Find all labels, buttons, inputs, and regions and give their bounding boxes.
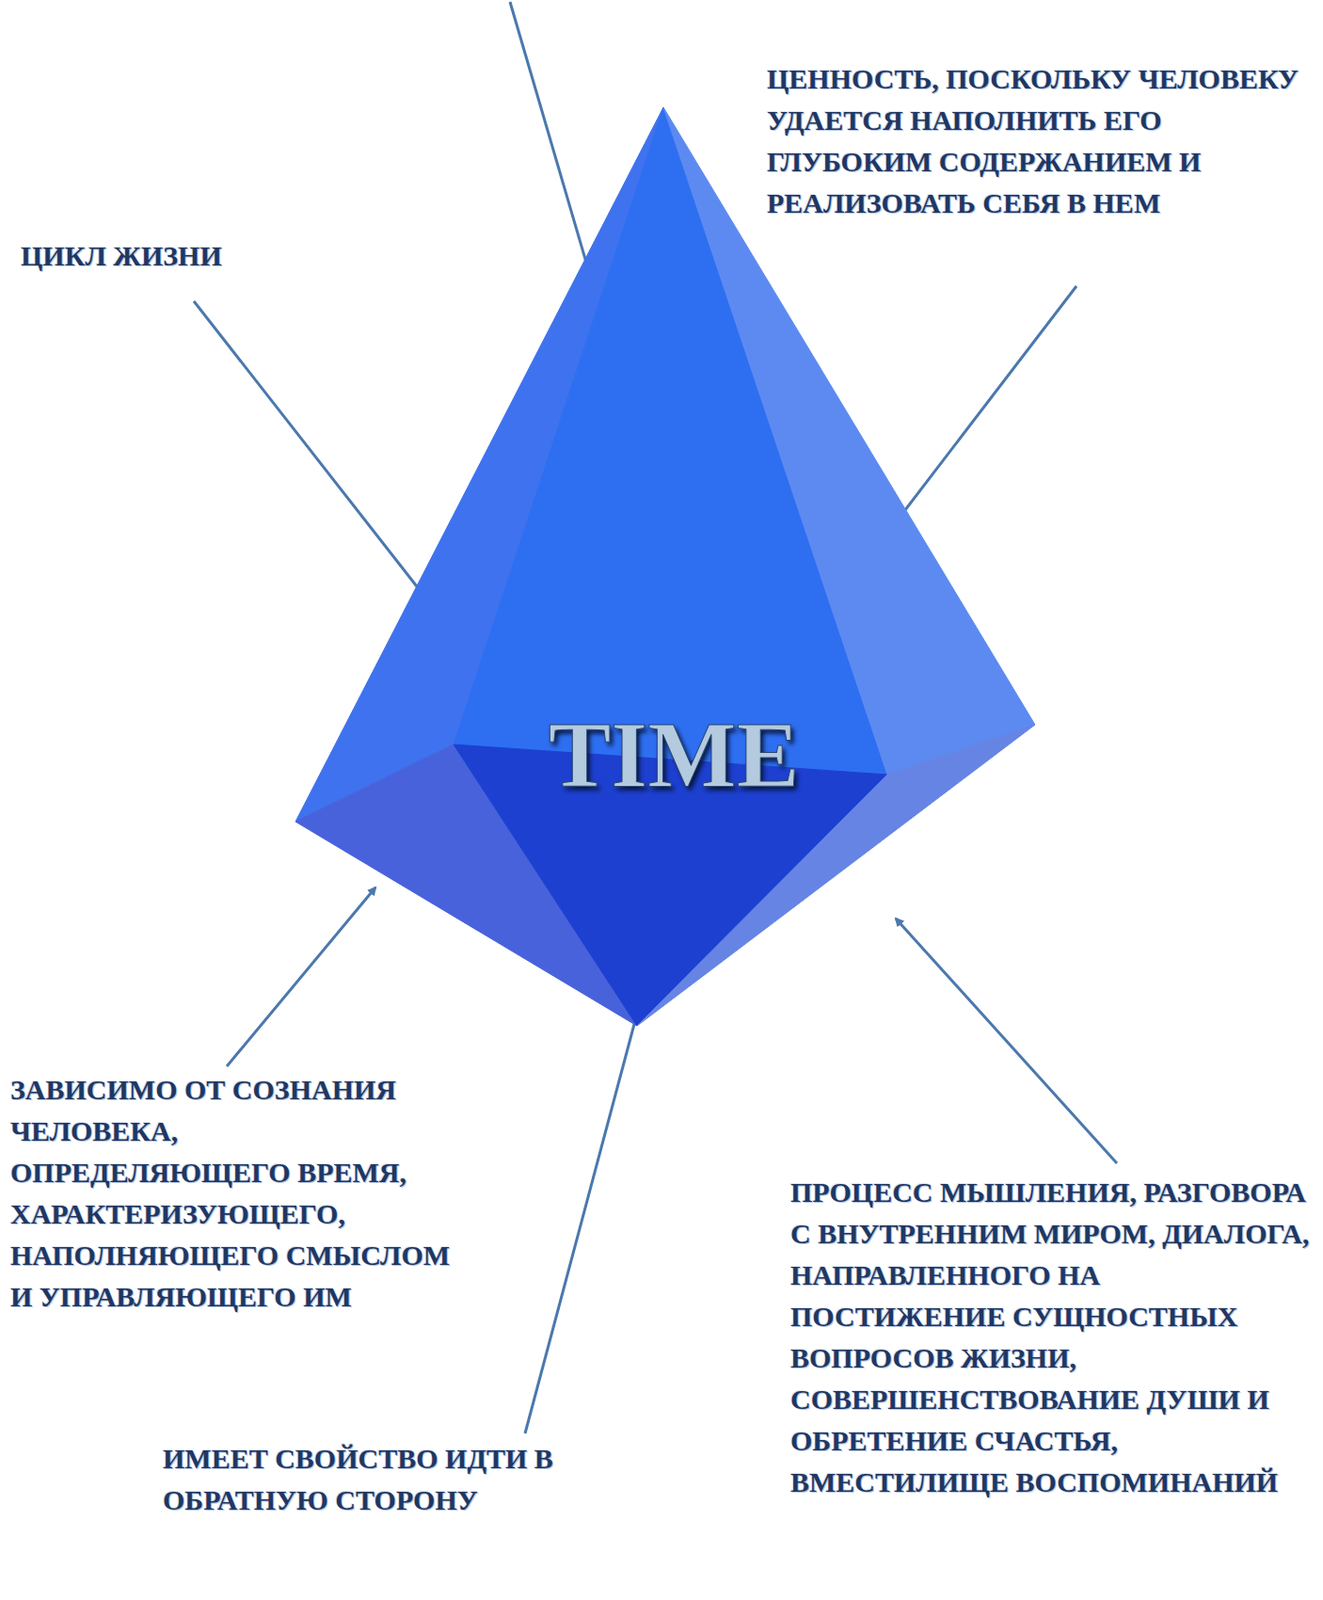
callout-text: ЦЕННОСТЬ, ПОСКОЛЬКУ ЧЕЛОВЕКУ УДАЕТСЯ НАП… [766,58,1313,224]
leader-line [525,999,641,1434]
crystal-shape: TIME [295,107,1036,1026]
label-block: ЗАВИСИМО ОТ СОЗНАНИЯ ЧЕЛОВЕКА, ОПРЕДЕЛЯЮ… [10,1068,453,1318]
leader-line [895,918,1117,1164]
callout-text: ИМЕЕТ СВОЙСТВО ИДТИ В ОБРАТНУЮ СТОРОНУ [162,1437,662,1521]
crystal-outline [295,107,1036,1026]
label-block: ЦИКЛ ЖИЗНИ [20,235,398,277]
callout-text: ЦИКЛ ЖИЗНИ [20,235,398,277]
leader-line [193,301,437,612]
leader-line [226,887,376,1067]
callout-text: ЗАВИСИМО ОТ СОЗНАНИЯ ЧЕЛОВЕКА, ОПРЕДЕЛЯЮ… [10,1068,453,1318]
label-block: ПРОЦЕСС МЫШЛЕНИЯ, РАЗГОВОРА С ВНУТРЕННИМ… [790,1171,1313,1503]
label-block: ИМЕЕТ СВОЙСТВО ИДТИ В ОБРАТНУЮ СТОРОНУ [162,1437,662,1521]
label-block: ЦЕННОСТЬ, ПОСКОЛЬКУ ЧЕЛОВЕКУ УДАЕТСЯ НАП… [766,58,1313,224]
callout-text: ПРОЦЕСС МЫШЛЕНИЯ, РАЗГОВОРА С ВНУТРЕННИМ… [790,1171,1313,1503]
center-title: TIME [295,707,1036,802]
